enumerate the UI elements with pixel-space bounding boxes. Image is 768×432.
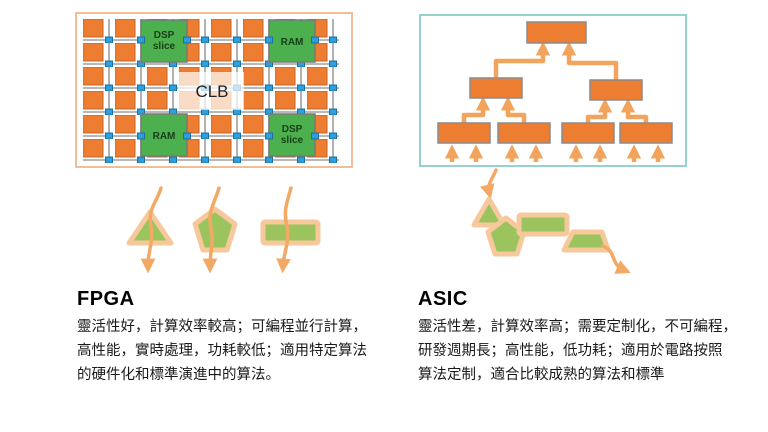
asic-flow-entry-arrow [480,168,498,200]
fpga-description-line: 的硬件化和標準演進中的算法。 [77,367,280,383]
asic-description-line: 靈活性差，計算效率高；需要定制化，不可編程， [418,319,737,335]
asic-architecture-diagram [419,14,687,167]
fpga-clb-overlay: CLB [178,72,244,110]
fpga-description-line: 靈活性好，計算效率較高；可編程並行計算， [77,319,367,335]
asic-block-leaf [619,122,673,144]
dsp-label-line1: DSP [282,124,303,135]
fpga-flow-rectangle [260,219,321,246]
asic-block-leaf [497,122,551,144]
fpga-dsp-block-top: DSP slice [140,19,188,63]
fpga-edge-connectors [137,36,319,140]
asic-block-leaf [437,122,491,144]
asic-block-mid-left [469,77,523,99]
dsp-label-line2: slice [153,41,176,52]
fpga-title: FPGA [77,288,135,310]
clb-label: CLB [195,82,228,101]
asic-description-line: 研發週期長；高性能，低功耗；適用於電路按照 [418,343,723,359]
asic-block-root [526,21,587,44]
dsp-label-line2: slice [281,135,304,146]
asic-tree-blocks [437,21,673,144]
asic-flow-triangle [471,196,507,228]
asic-block-leaf [561,122,615,144]
asic-flow-exit-arrow [601,244,631,274]
asic-flow-trapezoid [561,229,611,253]
fpga-ram-block-bottom: RAM [140,113,188,157]
fpga-description-line: 高性能，實時處理，功耗較低；適用特定算法 [77,343,367,359]
asic-block-mid-right [589,79,643,101]
asic-description: 靈活性差，計算效率高；需要定制化，不可編程， 研發週期長；高性能，低功耗；適用於… [418,315,737,387]
fpga-flow-arrows [140,186,293,274]
asic-tree-arrows [444,41,666,162]
asic-description-line: 算法定制，適合比較成熟的算法和標準 [418,367,665,383]
fpga-description: 靈活性好，計算效率較高；可編程並行計算， 高性能，實時處理，功耗較低；適用特定算… [77,315,367,387]
asic-flow-shapes [471,168,631,274]
fpga-dsp-block-bottom: DSP slice [268,113,316,157]
fpga-ram-block-top: RAM [268,19,316,63]
ram-label: RAM [281,37,304,48]
fpga-flow-pentagon [192,206,238,253]
asic-title: ASIC [418,288,468,310]
algorithm-flow-shapes [126,168,631,274]
dsp-label-line1: DSP [154,30,175,41]
fpga-architecture-diagram: DSP slice RAM RAM DSP slice CLB [75,12,353,168]
ram-label: RAM [153,131,176,142]
fpga-flow-shapes [126,186,321,274]
asic-flow-rectangle [516,212,570,237]
